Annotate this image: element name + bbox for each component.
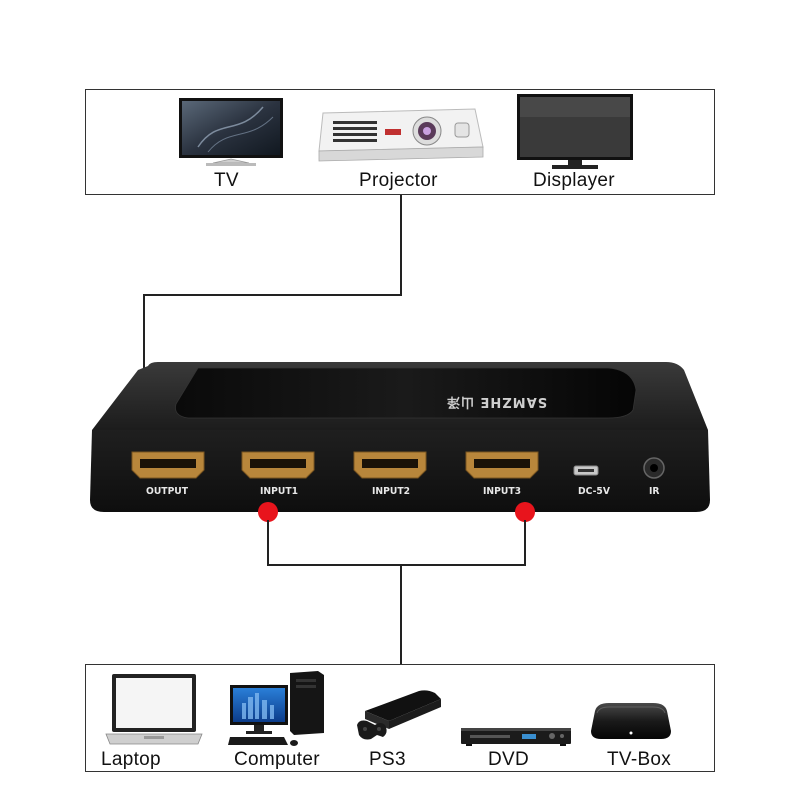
brand-logo: SAMZHE 山泽 — [446, 394, 547, 413]
port-label-input1: INPUT1 — [260, 486, 298, 497]
tv-icon — [178, 97, 284, 171]
port-label-input2: INPUT2 — [372, 486, 410, 497]
connector-line — [267, 564, 526, 566]
input3-connection-dot — [515, 502, 535, 522]
tv-box-icon — [589, 701, 673, 745]
desktop-computer-icon — [228, 669, 328, 749]
input-label-ps3: PS3 — [369, 749, 406, 771]
connector-line — [400, 195, 402, 295]
port-label-output: OUTPUT — [146, 486, 188, 497]
monitor-icon — [516, 93, 634, 171]
port-label-ir: IR — [649, 486, 660, 497]
connector-line — [400, 564, 402, 665]
laptop-icon — [104, 672, 204, 748]
port-label-input3: INPUT3 — [483, 486, 521, 497]
projector-icon — [315, 107, 485, 163]
game-console-icon — [355, 685, 445, 745]
input1-connection-dot — [258, 502, 278, 522]
dvd-player-icon — [460, 726, 572, 748]
port-label-power: DC-5V — [578, 486, 610, 497]
input-label-computer: Computer — [234, 749, 320, 771]
connector-line — [143, 294, 402, 296]
input-label-tv-box: TV-Box — [607, 749, 671, 771]
input-label-dvd: DVD — [488, 749, 529, 771]
output-label-displayer: Displayer — [533, 170, 615, 192]
input-label-laptop: Laptop — [101, 749, 161, 771]
connector-line — [267, 520, 269, 565]
output-label-tv: TV — [214, 170, 239, 192]
output-label-projector: Projector — [359, 170, 438, 192]
connector-line — [524, 520, 526, 565]
